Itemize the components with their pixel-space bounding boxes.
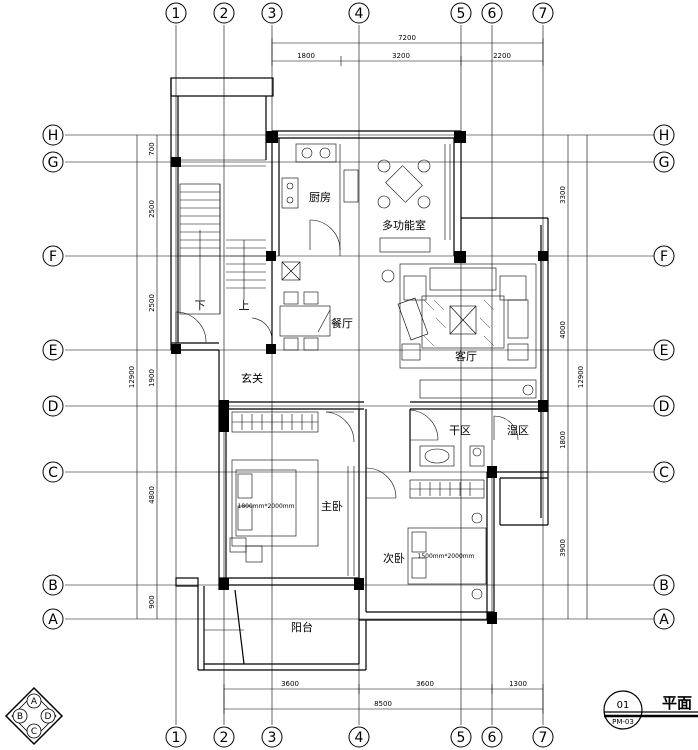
col-label: 2	[220, 730, 229, 746]
row-label: B	[659, 578, 669, 594]
room-kitchen: 厨房	[309, 191, 331, 204]
col-label: 3	[268, 730, 277, 746]
dim-top-total: 7200	[398, 34, 416, 42]
row-label: E	[660, 343, 669, 359]
col-label: 4	[355, 730, 364, 746]
title-number: 01	[617, 700, 630, 711]
room-dry: 干区	[449, 424, 471, 437]
title-block: 01 PM-03 平面	[603, 690, 698, 730]
second-bed: 1500mm*2000mm	[407, 512, 487, 600]
row-label: C	[659, 465, 669, 481]
dimension-left: 12900 700 2500 2500 1900 4800 900	[128, 135, 158, 619]
dim-right-part: 3300	[559, 186, 567, 204]
wardrobe-second	[409, 479, 485, 499]
room-entry: 玄关	[241, 371, 263, 385]
row-label: A	[659, 612, 669, 628]
col-label: 1	[172, 730, 181, 746]
stairs: 下 上	[179, 159, 266, 315]
kitchen-fixtures	[281, 143, 359, 281]
room-labels: 厨房 多功能室 餐厅 客厅 玄关 干区 湿区 主卧 次卧 阳台	[241, 191, 529, 634]
stair-up-label: 上	[239, 299, 250, 312]
dim-right-total: 12900	[577, 366, 585, 388]
dim-left-part: 900	[148, 595, 156, 608]
col-label: 7	[539, 730, 548, 746]
dim-left-part: 2500	[148, 294, 156, 312]
row-label: D	[48, 399, 59, 415]
row-label: G	[659, 155, 670, 171]
row-label: B	[48, 578, 58, 594]
compass-letter: A	[31, 697, 38, 707]
dim-top-part: 1800	[297, 52, 315, 60]
room-master: 主卧	[321, 500, 343, 513]
row-label: H	[659, 128, 670, 144]
row-label: A	[48, 612, 58, 628]
col-label: 3	[268, 6, 277, 22]
col-label: 1	[172, 6, 181, 22]
dim-bottom-part: 3600	[416, 680, 434, 688]
row-bubbles-left: H G F E D C B A	[42, 124, 64, 630]
col-label: 7	[539, 6, 548, 22]
title-text: 平面	[662, 694, 692, 712]
row-label: D	[659, 399, 670, 415]
dim-top-part: 2200	[493, 52, 511, 60]
row-label: E	[49, 343, 58, 359]
dimension-right: 12900 3300 4000 1800 3900	[559, 135, 588, 619]
living-furniture	[381, 263, 537, 399]
row-label: F	[49, 249, 57, 265]
dim-left-part: 1900	[148, 369, 156, 387]
room-wet: 湿区	[507, 424, 529, 437]
dim-bottom-part: 1300	[509, 680, 527, 688]
dim-top-part: 3200	[392, 52, 410, 60]
dim-left-part: 700	[148, 142, 156, 155]
column-bubbles-top: 1 2 3 4 5 6 7	[165, 2, 554, 24]
dim-right-part: 1800	[559, 431, 567, 449]
col-label: 5	[457, 6, 466, 22]
dim-left-part: 4800	[148, 486, 156, 504]
walls	[170, 77, 549, 671]
row-label: F	[660, 249, 668, 265]
room-multi: 多功能室	[382, 218, 426, 232]
dimension-bottom: 3600 3600 1300 8500	[223, 680, 544, 714]
multi-room-furniture	[377, 144, 451, 253]
title-sheet: PM-03	[612, 718, 634, 726]
dim-bottom-part: 3600	[281, 680, 299, 688]
dim-left-total: 12900	[128, 366, 136, 388]
column-posts	[171, 131, 548, 624]
master-bed-size: 1800mm*2000mm	[238, 503, 295, 510]
compass-letter: B	[17, 712, 23, 722]
dim-bottom-total: 8500	[374, 700, 392, 708]
room-balcony: 阳台	[291, 620, 313, 634]
col-label: 6	[488, 730, 497, 746]
row-label: G	[48, 155, 59, 171]
second-bed-size: 1500mm*2000mm	[418, 553, 475, 560]
column-bubbles-bottom: 1 2 3 4 5 6 7	[165, 726, 554, 748]
compass-letter: C	[31, 727, 37, 737]
compass-letter: D	[45, 712, 52, 722]
doors	[175, 219, 519, 499]
dim-right-part: 4000	[559, 321, 567, 339]
col-label: 4	[355, 6, 364, 22]
room-dining: 餐厅	[331, 316, 353, 330]
row-label: H	[48, 128, 59, 144]
master-bed: 1800mm*2000mm	[229, 459, 355, 576]
col-label: 5	[457, 730, 466, 746]
dim-right-part: 3900	[559, 539, 567, 557]
col-label: 6	[488, 6, 497, 22]
dining-furniture	[279, 291, 331, 351]
dim-left-part: 2500	[148, 200, 156, 218]
index-symbol: A B D C	[4, 686, 64, 746]
row-bubbles-right: H G F E D C B A	[653, 124, 675, 630]
dimension-top: 7200 1800 3200 2200	[271, 34, 544, 66]
room-second: 次卧	[383, 551, 405, 565]
stair-down-label: 下	[195, 299, 206, 312]
bathroom-fixtures	[419, 445, 485, 467]
row-label: C	[48, 465, 58, 481]
col-label: 2	[220, 6, 229, 22]
room-living: 客厅	[455, 349, 477, 363]
wardrobe-master	[231, 411, 319, 433]
